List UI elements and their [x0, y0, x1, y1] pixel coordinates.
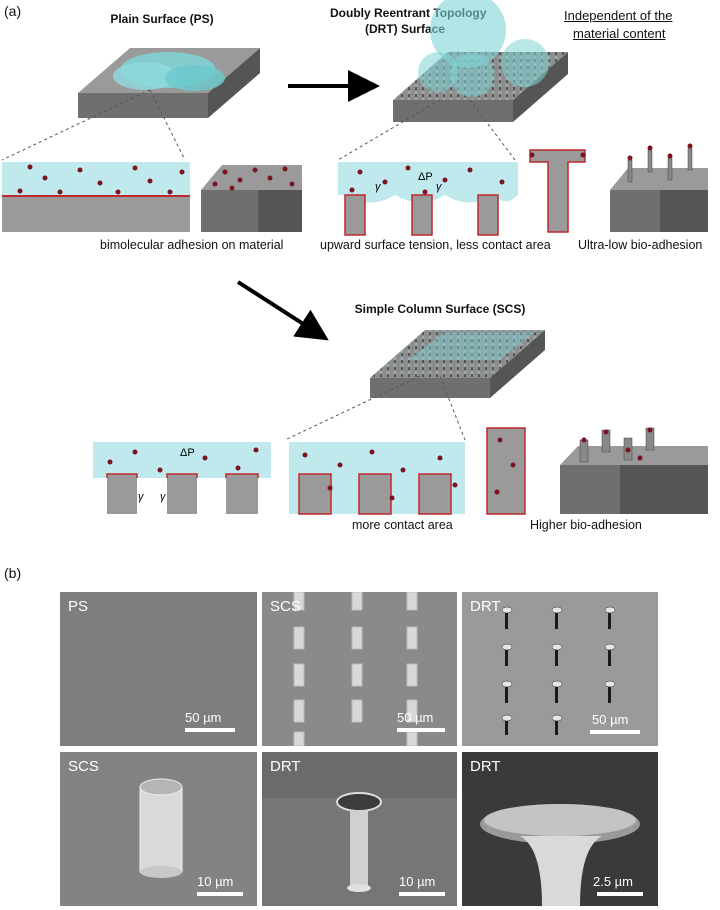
sem-image-scs-10um: SCS 10 µm: [60, 752, 257, 906]
panel-a-label: (a): [4, 3, 22, 19]
scale-bar-label: 50 µm: [397, 710, 434, 725]
sem-tag: PS: [68, 598, 89, 615]
scs-slab-illustration: [370, 330, 545, 398]
sem-tag: SCS: [68, 758, 99, 775]
drt-title-line2: (DRT) Surface: [364, 22, 445, 36]
ps-title: Plain Surface (PS): [110, 12, 214, 26]
sem-image-ps-50um: PS 50 µm: [60, 592, 257, 746]
schematic-top-row: ΔP γ γ: [1, 0, 708, 515]
arrow-ps-to-scs: [236, 280, 329, 341]
drt-liquid-crosssection: ΔP γ γ: [338, 162, 518, 236]
gamma-symbol-2: γ: [436, 181, 443, 193]
sem-image-drt-2-5um: DRT 2.5 µm: [462, 752, 658, 906]
sem-image-drt-50um: DRT 50 µm: [462, 592, 658, 746]
scale-bar-label: 50 µm: [592, 712, 629, 727]
ps-slab-illustration: [78, 48, 260, 118]
scs-liquid-crosssection-middle: [289, 442, 465, 515]
sem-tag: DRT: [470, 758, 501, 775]
scs-title: Simple Column Surface (SCS): [354, 302, 526, 316]
gamma-symbol-4: γ: [160, 491, 167, 503]
independent-note-line2: material content: [573, 26, 666, 41]
drt-single-pillar: [529, 149, 586, 233]
panel-b-label: (b): [4, 565, 22, 581]
ps-liquid-crosssection: [2, 162, 190, 232]
sem-tag: DRT: [470, 598, 501, 615]
scale-bar-label: 2.5 µm: [593, 874, 634, 889]
independent-note-line1: Independent of the: [564, 8, 673, 23]
sem-tag: DRT: [270, 758, 301, 775]
scale-bar-label: 10 µm: [197, 874, 234, 889]
sem-image-scs-50um: SCS 50 µm: [262, 592, 457, 746]
caption-ultra-low: Ultra-low bio-adhesion: [578, 238, 703, 252]
ps-corner-block: [201, 165, 302, 232]
sem-image-drt-10um: DRT 10 µm: [262, 752, 457, 906]
caption-more-contact: more contact area: [352, 518, 453, 532]
delta-p-symbol-bottom: ΔP: [180, 447, 195, 459]
scs-corner-block: [560, 427, 708, 514]
scs-liquid-crosssection-left: ΔP γ γ: [93, 442, 271, 514]
sem-tag: SCS: [270, 598, 301, 615]
caption-drt: upward surface tension, less contact are…: [320, 238, 551, 252]
gamma-symbol-1: γ: [375, 181, 382, 193]
scs-single-column: [486, 427, 526, 515]
drt-slab-illustration: [393, 0, 568, 122]
gamma-symbol-3: γ: [138, 491, 145, 503]
caption-higher-bio: Higher bio-adhesion: [530, 518, 642, 532]
caption-ps: bimolecular adhesion on material: [100, 238, 284, 252]
scale-bar-label: 50 µm: [185, 710, 222, 725]
scale-bar-label: 10 µm: [399, 874, 436, 889]
delta-p-symbol-top: ΔP: [418, 171, 433, 183]
drt-corner-block: [610, 143, 708, 232]
